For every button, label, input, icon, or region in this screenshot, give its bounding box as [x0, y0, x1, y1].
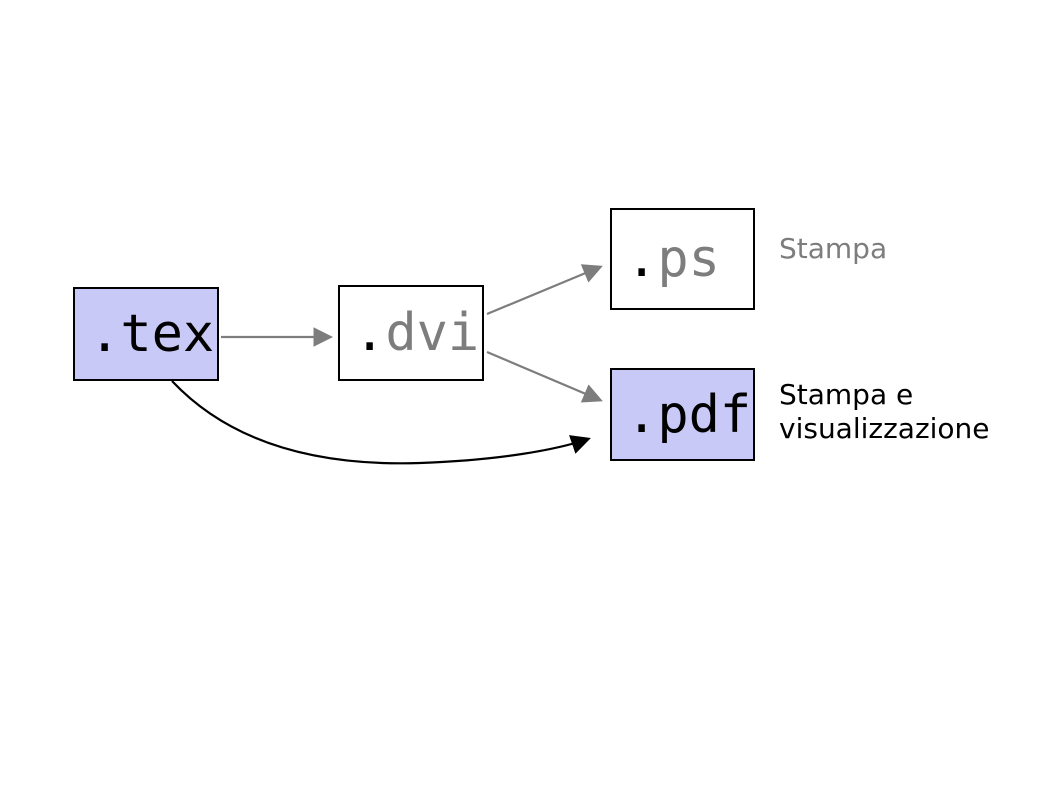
- node-dvi-extension: dvi: [385, 303, 480, 363]
- node-ps-extension: ps: [657, 229, 720, 289]
- node-tex-extension: tex: [120, 304, 215, 364]
- caption-pdf: Stampa e visualizzazione: [779, 378, 990, 446]
- node-pdf[interactable]: .pdf: [610, 368, 755, 461]
- node-pdf-extension: pdf: [657, 384, 752, 445]
- edge-dvi-to-pdf: [486, 350, 603, 403]
- node-tex[interactable]: .tex: [73, 287, 219, 381]
- node-pdf-dot: .: [626, 384, 658, 445]
- node-tex-dot: .: [89, 304, 121, 364]
- node-dvi[interactable]: .dvi: [338, 285, 484, 381]
- edge-dvi-to-ps: [486, 264, 603, 316]
- caption-ps: Stampa: [779, 232, 888, 265]
- node-ps-dot: .: [626, 229, 658, 289]
- node-ps[interactable]: .ps: [610, 208, 755, 310]
- edge-tex-to-pdf-curved: [171, 380, 591, 465]
- node-dvi-dot: .: [354, 303, 386, 363]
